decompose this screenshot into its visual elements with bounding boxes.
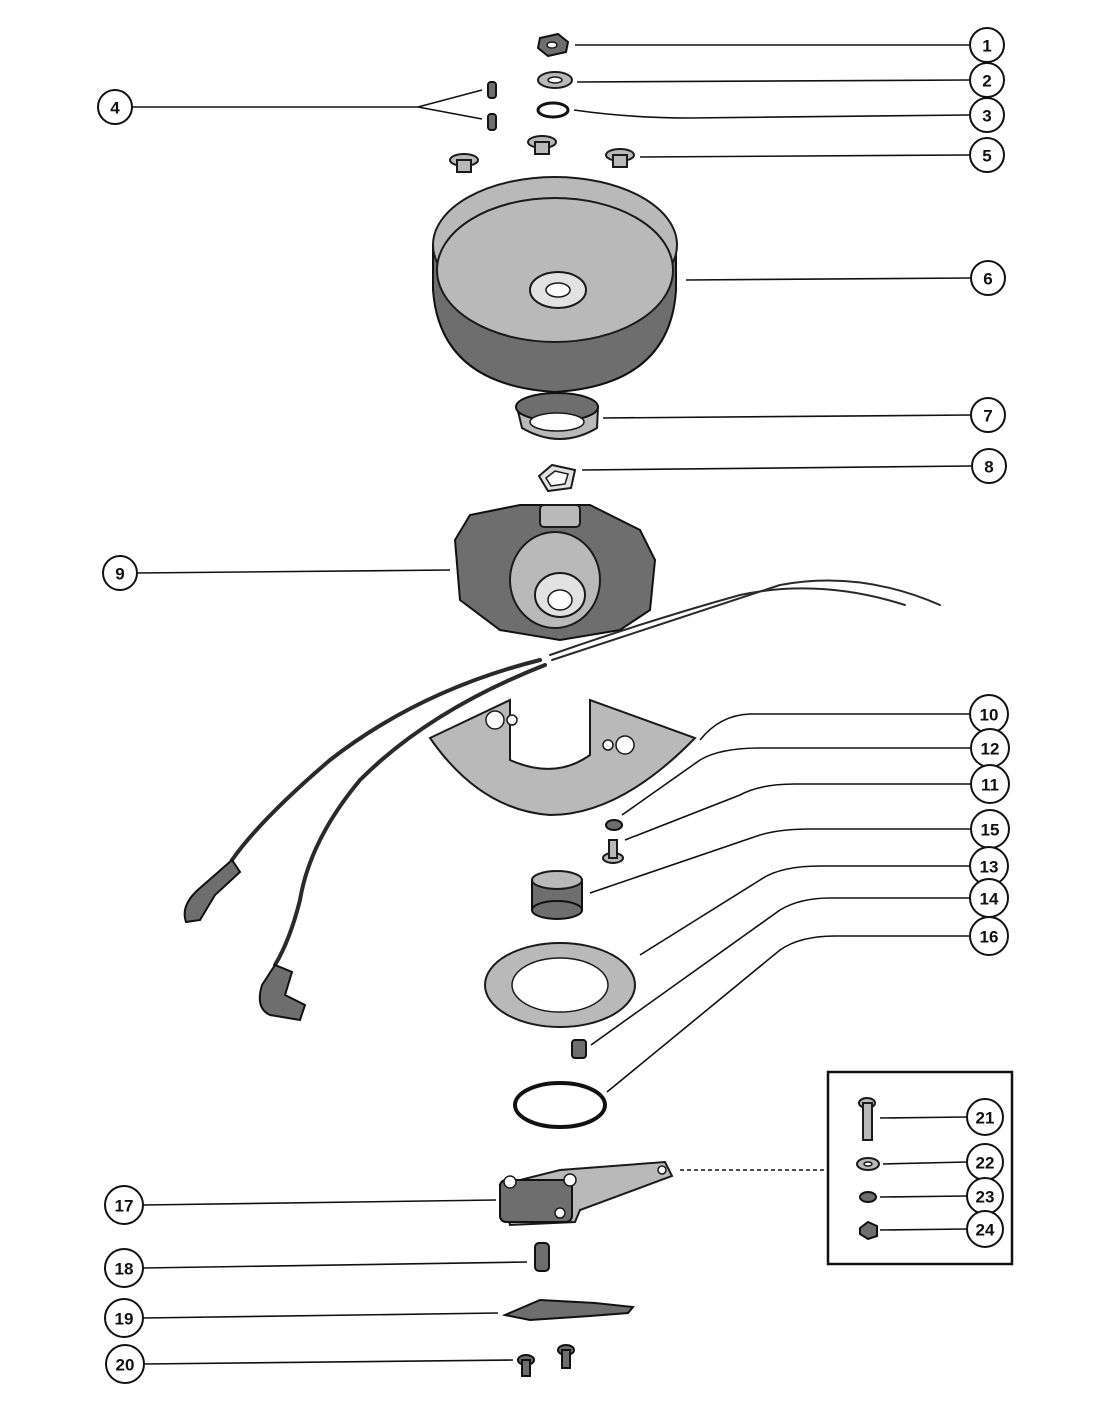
part-gasket-8 [537, 463, 577, 493]
leader-13 [639, 865, 970, 956]
callout-24: 24 [966, 1210, 1004, 1248]
part-washer-22 [856, 1157, 880, 1171]
svg-text:9: 9 [115, 565, 124, 584]
svg-text:17: 17 [115, 1197, 134, 1216]
part-nut-1 [536, 32, 570, 58]
callout-21: 21 [966, 1098, 1004, 1136]
part-seal-7 [515, 392, 600, 440]
leader-17 [142, 1199, 497, 1206]
callout-2: 2 [969, 62, 1005, 98]
svg-text:3: 3 [982, 107, 991, 126]
svg-text:24: 24 [976, 1221, 995, 1240]
leader-16 [606, 935, 970, 1093]
svg-text:20: 20 [116, 1356, 135, 1375]
leader-15 [589, 828, 971, 894]
callout-10: 10 [969, 694, 1009, 734]
part-bolt-21 [858, 1097, 876, 1141]
svg-text:13: 13 [980, 858, 999, 877]
leader-21 [879, 1116, 968, 1119]
svg-text:2: 2 [982, 72, 991, 91]
leader-20 [143, 1359, 514, 1365]
svg-text:14: 14 [980, 890, 999, 909]
part-flywheel-6 [432, 176, 678, 394]
leader-19 [142, 1312, 499, 1319]
callout-15: 15 [970, 809, 1010, 849]
part-stator-9 [453, 504, 657, 642]
leader-14 [590, 897, 970, 1046]
part-screws-20 [517, 1344, 575, 1377]
callout-7: 7 [970, 397, 1006, 433]
svg-text:15: 15 [981, 821, 1000, 840]
part-studs-5 [449, 135, 635, 173]
leader-7 [602, 414, 971, 419]
svg-text:18: 18 [115, 1260, 134, 1279]
leader-22 [882, 1161, 968, 1165]
part-clip-18 [534, 1242, 550, 1272]
part-screw-11 [602, 839, 624, 864]
leader-4 [132, 89, 483, 120]
svg-text:22: 22 [976, 1154, 995, 1173]
svg-text:7: 7 [983, 407, 992, 426]
svg-text:10: 10 [980, 706, 999, 725]
part-lockwasher-23 [859, 1191, 877, 1203]
svg-text:4: 4 [110, 99, 120, 118]
part-bushing-15 [531, 870, 583, 920]
callout-1: 1 [969, 27, 1005, 63]
callout-22: 22 [966, 1143, 1004, 1181]
hardware-kit-box [826, 1070, 1014, 1266]
callout-5: 5 [969, 137, 1005, 173]
callout-4: 4 [97, 89, 133, 125]
callout-20: 20 [105, 1344, 145, 1384]
callout-12: 12 [970, 728, 1010, 768]
part-retainer-13 [484, 942, 636, 1028]
callout-19: 19 [104, 1298, 144, 1338]
part-ring-3 [536, 101, 570, 119]
svg-text:6: 6 [983, 270, 992, 289]
leader-8 [581, 465, 972, 471]
callout-16: 16 [969, 916, 1009, 956]
callout-18: 18 [104, 1248, 144, 1288]
leader-3 [573, 109, 970, 119]
leader-11 [624, 783, 971, 841]
part-cam-17 [498, 1160, 674, 1227]
callout-8: 8 [971, 448, 1007, 484]
part-washer-2 [537, 71, 573, 89]
callout-11: 11 [970, 764, 1010, 804]
part-link-19 [501, 1298, 635, 1322]
callout-23: 23 [966, 1177, 1004, 1215]
leader-lines [132, 44, 972, 1365]
part-screw-14 [571, 1039, 587, 1059]
callout-3: 3 [969, 97, 1005, 133]
leader-5 [639, 154, 970, 158]
svg-text:16: 16 [980, 928, 999, 947]
svg-text:21: 21 [976, 1109, 995, 1128]
leader-6 [685, 277, 971, 281]
svg-text:12: 12 [981, 740, 1000, 759]
leader-23 [879, 1195, 968, 1198]
leader-12 [621, 747, 971, 816]
svg-text:1: 1 [982, 37, 991, 56]
leader-10 [699, 713, 969, 741]
part-washer-12 [605, 819, 623, 831]
leader-24 [879, 1228, 968, 1231]
part-plate-10 [428, 698, 697, 817]
svg-text:19: 19 [115, 1310, 134, 1329]
callout-9: 9 [102, 555, 138, 591]
part-nut-24 [859, 1220, 878, 1241]
leader-9 [136, 569, 451, 574]
leader-2 [576, 79, 970, 83]
part-keys-4 [487, 81, 497, 131]
svg-text:8: 8 [984, 458, 993, 477]
part-stator-wires [183, 579, 941, 1022]
svg-text:23: 23 [976, 1188, 995, 1207]
svg-text:5: 5 [982, 147, 991, 166]
callout-17: 17 [104, 1185, 144, 1225]
part-oring-16 [513, 1081, 607, 1129]
svg-text:11: 11 [981, 776, 999, 795]
callout-14: 14 [969, 878, 1009, 918]
callout-6: 6 [970, 260, 1006, 296]
leader-18 [142, 1261, 528, 1269]
